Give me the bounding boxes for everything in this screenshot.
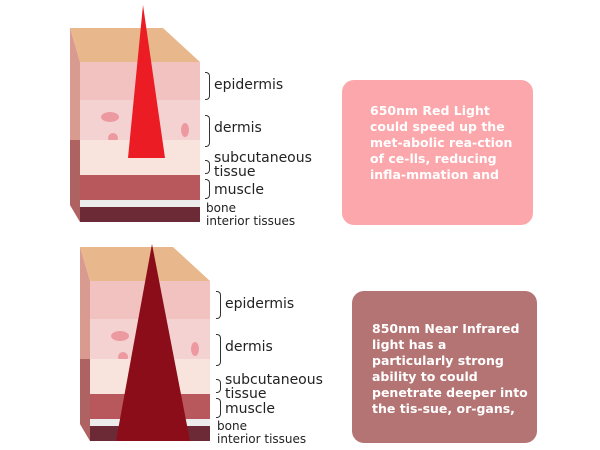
bracket [216, 379, 221, 393]
label-tissue: tissue [225, 386, 267, 402]
label-muscle: muscle [214, 182, 265, 198]
label-subcutaneous: subcutaneous [214, 150, 312, 166]
nir-light-description-box: 850nm Near Infrared light has a particul… [352, 291, 537, 443]
label-bone: bone [217, 419, 247, 433]
label-subcutaneous: subcutaneous [225, 372, 323, 388]
nir-light-beam [116, 244, 190, 441]
label-dermis: dermis [225, 339, 273, 355]
label-dermis: dermis [214, 120, 262, 136]
label-tissue: tissue [214, 164, 256, 180]
bracket [205, 160, 210, 174]
bracket [216, 398, 221, 418]
skin-block-nir [80, 244, 210, 441]
label-epidermis: epidermis [225, 296, 295, 312]
bracket [205, 179, 210, 199]
bracket [205, 115, 210, 147]
bracket [216, 334, 221, 366]
skin-block-red [70, 5, 200, 222]
label-interior: interior tissues [217, 432, 307, 446]
red-light-description-box: 650nm Red Light could speed up the met-a… [342, 80, 533, 225]
label-bone: bone [206, 201, 236, 215]
label-interior: interior tissues [206, 214, 296, 228]
label-epidermis: epidermis [214, 77, 284, 93]
bracket [216, 291, 221, 319]
bracket [205, 72, 210, 100]
label-muscle: muscle [225, 401, 276, 417]
nir-light-description: 850nm Near Infrared light has a particul… [372, 321, 528, 416]
red-light-description: 650nm Red Light could speed up the met-a… [370, 103, 513, 182]
red-light-beam [128, 5, 165, 158]
